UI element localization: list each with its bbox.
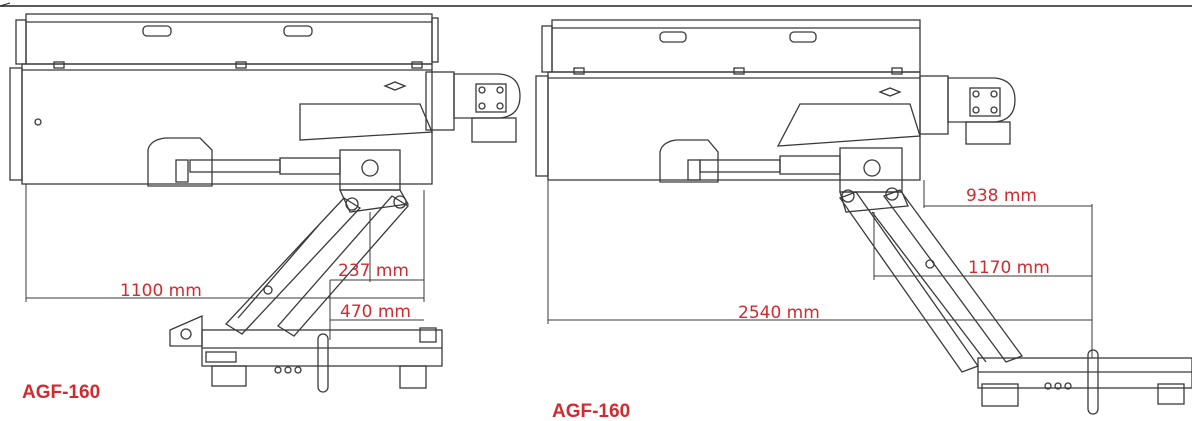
left-cylinder-barrel — [279, 157, 341, 175]
right-pivot-pin — [863, 159, 881, 177]
right-lower-frame — [977, 357, 1192, 389]
left-dim-label-470: 470 mm — [340, 302, 411, 322]
left-dim-label-1100: 1100 mm — [120, 281, 202, 301]
left-logo-mark — [383, 81, 407, 91]
right-cylinder-barrel — [779, 155, 841, 175]
left-boom-pin-top — [345, 197, 359, 211]
right-skid-block — [687, 159, 701, 181]
left-motor-plate — [475, 83, 507, 113]
left-lower-pin — [180, 328, 192, 340]
right-dim-label-1170: 1170 mm — [968, 258, 1050, 278]
right-dim-label-2540: 2540 mm — [738, 303, 820, 323]
left-bolt — [34, 118, 42, 126]
right-handle-1 — [659, 31, 687, 43]
left-rotor-shaft — [317, 333, 329, 393]
left-boom-rod — [237, 225, 319, 319]
left-cover-side-r — [431, 17, 439, 63]
right-cover-side — [541, 25, 553, 73]
left-frame-cap — [419, 327, 437, 343]
right-motor — [947, 77, 1016, 123]
left-bolt-b — [284, 366, 292, 374]
left-handle-1 — [142, 25, 172, 37]
left-gear-housing — [425, 71, 455, 131]
left-clip-2 — [235, 61, 247, 69]
right-bolt-c — [1064, 382, 1072, 390]
left-dim-label-237: 237 mm — [338, 261, 409, 281]
right-clip-2 — [733, 67, 745, 75]
left-motor — [453, 73, 521, 119]
left-chute — [299, 103, 433, 141]
right-boom-rod — [871, 211, 987, 363]
right-rotor-shaft — [1087, 349, 1099, 415]
right-clip-1 — [573, 67, 585, 75]
right-rotor-end — [1157, 383, 1185, 405]
left-rotor-base — [211, 365, 247, 387]
right-handle-2 — [789, 31, 817, 43]
left-boom-pin-top2 — [393, 195, 407, 209]
left-motor-base — [471, 117, 517, 143]
right-logo-mark — [878, 87, 902, 97]
right-boom-pin-top2 — [885, 187, 899, 201]
left-clip-3 — [411, 61, 423, 69]
diagram-right — [535, 19, 1192, 415]
right-clip-3 — [891, 67, 903, 75]
right-boom-arm-1 — [838, 191, 980, 373]
right-motor-bolt-3 — [972, 106, 980, 114]
left-bolt-a — [274, 366, 282, 374]
left-clip-1 — [53, 61, 65, 69]
left-lower-link — [169, 315, 203, 347]
left-handle-2 — [283, 25, 313, 37]
left-lower-block — [205, 351, 237, 363]
right-gear-housing — [919, 75, 949, 135]
left-cylinder-rod — [189, 159, 281, 173]
left-body-flange — [9, 67, 23, 181]
right-motor-plate — [969, 87, 1001, 117]
left-motor-bolt-3 — [478, 102, 486, 110]
right-boom-arm-2 — [882, 189, 1024, 363]
left-boom-pin-mid — [263, 285, 273, 295]
right-dimension-lines — [547, 180, 1093, 358]
right-boom-pin-top — [841, 189, 855, 203]
right-motor-bolt-4 — [990, 106, 998, 114]
right-boom-pin-mid — [925, 259, 935, 269]
top-rule-tick — [0, 2, 11, 7]
left-motor-bolt-2 — [496, 86, 504, 94]
left-skid-block — [175, 159, 189, 183]
right-skid — [659, 139, 719, 183]
right-rotor-base — [981, 383, 1019, 407]
right-chute — [776, 103, 921, 147]
right-main-body — [547, 71, 921, 181]
left-model-label: AGF-160 — [22, 382, 100, 403]
left-cover-side — [15, 19, 27, 65]
left-dimension-lines — [25, 184, 425, 340]
left-skid — [147, 137, 213, 187]
right-pivot-bracket — [839, 191, 909, 213]
left-motor-bolt-4 — [496, 102, 504, 110]
left-pivot-bracket — [338, 189, 410, 213]
left-motor-bolt-1 — [478, 86, 486, 94]
diagram-left — [9, 13, 521, 393]
right-motor-base — [965, 121, 1011, 145]
right-bolt-a — [1044, 382, 1052, 390]
left-boom-arm-2 — [277, 195, 409, 337]
left-rotor-end — [399, 365, 427, 389]
right-motor-bolt-2 — [990, 90, 998, 98]
right-pivot-head — [839, 147, 903, 193]
right-model-label: AGF-160 — [552, 401, 630, 421]
left-bolt-c — [294, 366, 302, 374]
right-motor-bolt-1 — [972, 90, 980, 98]
left-boom-arm-1 — [224, 197, 362, 335]
right-cylinder-rod — [699, 159, 781, 173]
left-pivot-pin — [361, 159, 379, 177]
right-bolt-b — [1054, 382, 1062, 390]
right-dim-label-938: 938 mm — [966, 186, 1037, 206]
right-body-flange — [535, 75, 549, 177]
left-main-body — [21, 63, 433, 185]
